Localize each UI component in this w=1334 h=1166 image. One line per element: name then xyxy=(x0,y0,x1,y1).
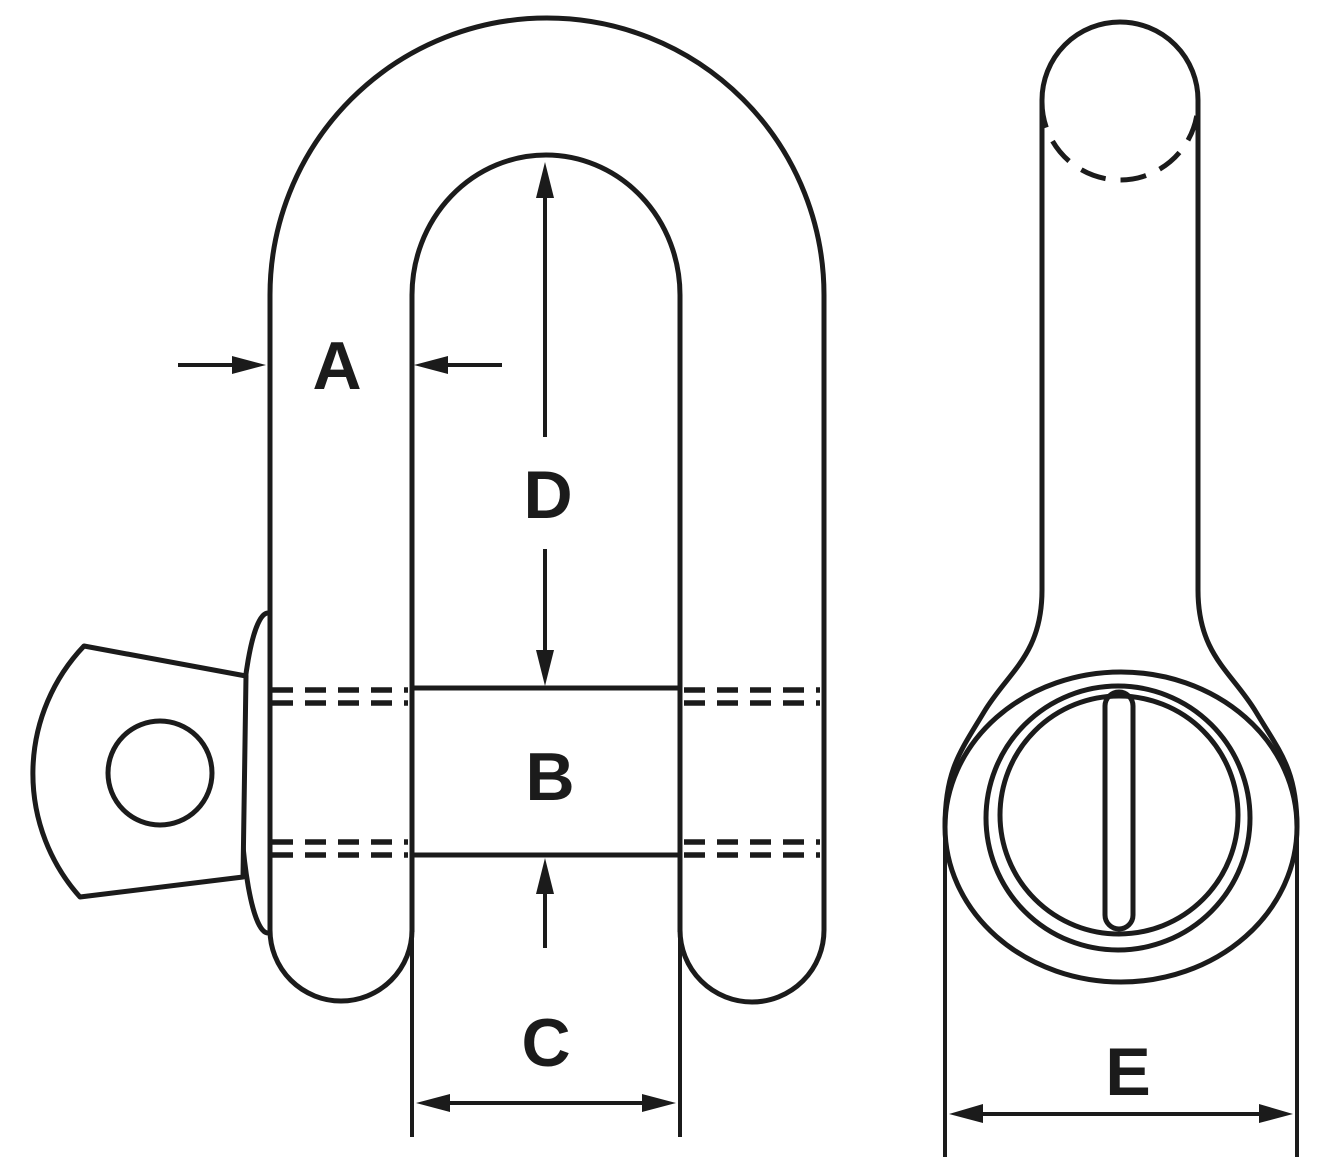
bow-outer-outline xyxy=(267,15,827,930)
dimension-label-b: B xyxy=(525,739,574,815)
pin-hidden-edges xyxy=(272,687,820,858)
arrowhead-right-icon xyxy=(1259,1104,1293,1123)
pin-head-hole xyxy=(105,718,215,828)
dimension-e: E xyxy=(943,830,1299,1157)
dimension-a: A xyxy=(178,328,502,404)
pin-head-slot xyxy=(1102,689,1136,932)
arrowhead-left-icon xyxy=(414,356,448,374)
pin-head-face-circle xyxy=(997,693,1241,937)
bow-inner-outline xyxy=(409,152,683,932)
side-view: E xyxy=(942,19,1300,1157)
right-leg-end-arc xyxy=(677,929,827,1005)
arrowhead-right-icon xyxy=(232,356,266,374)
arrowhead-left-icon xyxy=(949,1104,983,1123)
dimension-label-c: C xyxy=(521,1005,570,1081)
eye-outer-ellipse xyxy=(942,669,1300,985)
dimension-label-d: D xyxy=(523,457,572,533)
eye-boss-circle xyxy=(983,683,1253,953)
dimension-c: C xyxy=(410,932,682,1137)
arrowhead-down-icon xyxy=(536,650,554,686)
left-leg-end-arc xyxy=(267,929,415,1004)
arrowhead-left-icon xyxy=(416,1094,450,1112)
dimension-label-a: A xyxy=(312,328,361,404)
arrowhead-right-icon xyxy=(642,1094,676,1112)
arrowhead-up-icon xyxy=(536,858,554,894)
dimension-b: B xyxy=(525,739,575,948)
dimension-label-e: E xyxy=(1105,1034,1150,1110)
body-left-outline xyxy=(942,100,1045,828)
dimension-d: D xyxy=(523,162,573,686)
bow-end-top-arc xyxy=(1039,19,1201,101)
front-view: A D B C xyxy=(30,15,827,1137)
arrowhead-up-icon xyxy=(536,162,554,198)
bow-end-hidden-arc xyxy=(1039,101,1201,183)
body-right-outline xyxy=(1195,100,1300,828)
